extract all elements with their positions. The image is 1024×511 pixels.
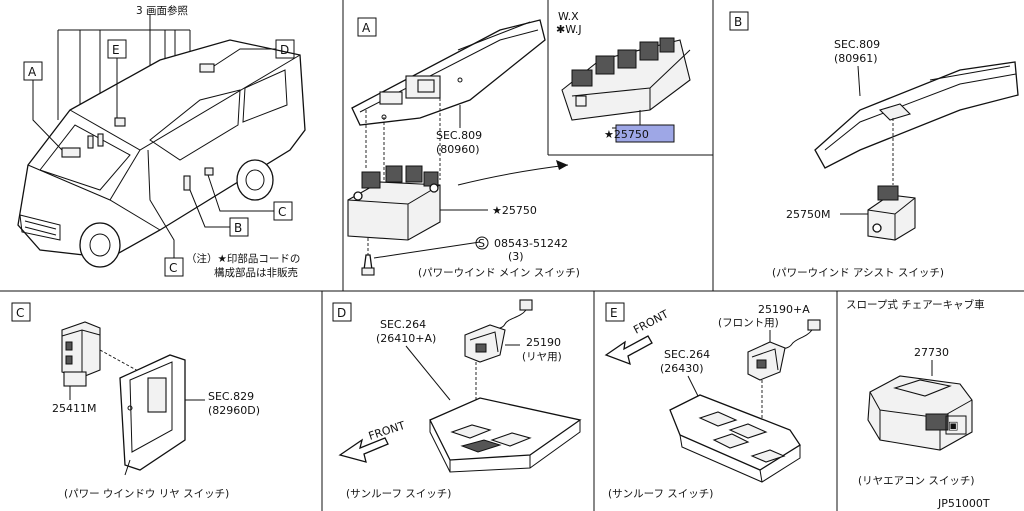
inset-switch-illustration — [561, 37, 691, 121]
highlight-box — [615, 124, 675, 143]
panel-e: E FRONT 25190+A (フロント用) SEC.264 (26430) … — [604, 302, 821, 500]
callout-c2: C — [169, 261, 177, 275]
screw-symbol-circle — [475, 236, 489, 250]
sec-829-line2: (82960D) — [208, 404, 260, 417]
screw-qty: (3) — [508, 250, 524, 263]
sec-264d-line1: SEC.264 — [380, 318, 426, 331]
drawing-code: JP51000T — [937, 497, 990, 510]
panel-e-letter: E — [610, 306, 618, 320]
panel-a-letter: A — [362, 21, 371, 35]
sec-264e-line2: (26430) — [660, 362, 704, 375]
sec-809b-line1: SEC.809 — [834, 38, 880, 51]
panel-b-caption: (パワーウインド アシスト スイッチ) — [772, 267, 944, 279]
sec-809b-line2: (80961) — [834, 52, 878, 65]
panel-d: D SEC.264 (26410+A) 25190 (リヤ用) FRONT (サ… — [332, 299, 582, 500]
panel-f: スロープ式 チェアーキャブ車 27730 ▣ (リヤエアコン スイッチ) — [846, 298, 985, 487]
variant-wj: ✱W.J — [556, 23, 582, 36]
screw-symbol: S — [478, 237, 485, 250]
panel-c-part: 25411M — [52, 402, 96, 415]
panel-c-caption: (パワー ウインドウ リヤ スイッチ) — [64, 488, 229, 500]
panel-d-caption: (サンルーフ スイッチ) — [346, 488, 451, 500]
rear-ac-switch-illustration: ▣ — [867, 375, 973, 451]
panel-d-part-line1: 25190 — [526, 336, 561, 349]
panel-b-letter: B — [734, 15, 742, 29]
panel-f-header: スロープ式 チェアーキャブ車 — [846, 298, 985, 311]
overview-header: 3 画面参照 — [136, 4, 189, 17]
panel-e-front: FRONT — [631, 307, 671, 336]
callout-c1: C — [278, 205, 286, 219]
overview-panel: 3 画面参照 — [17, 4, 306, 279]
panel-b: B SEC.809 (80961) 25750M (パワーウインド アシスト ス… — [729, 11, 1019, 279]
panel-e-part-line2: (フロント用) — [718, 317, 779, 329]
screw-part: 08543-51242 — [494, 237, 568, 250]
sec-809-line2: (80960) — [436, 143, 480, 156]
sec-829-line1: SEC.829 — [208, 390, 254, 403]
note-line-1: （注）★印部品コードの — [186, 252, 300, 265]
callout-a: A — [28, 65, 37, 79]
panel-d-letter: D — [337, 306, 346, 320]
panel-e-caption: (サンルーフ スイッチ) — [608, 488, 713, 500]
assist-switch-illustration — [867, 185, 916, 241]
panel-e-part-line1: 25190+A — [758, 303, 810, 316]
sec-264e-line1: SEC.264 — [664, 348, 710, 361]
panel-a: A SEC.809 (80960) ★25750 — [347, 10, 691, 279]
svg-text:▣: ▣ — [948, 419, 958, 432]
main-switch-illustration — [347, 165, 441, 241]
panel-f-caption: (リヤエアコン スイッチ) — [858, 475, 975, 487]
sec-809-line1: SEC.809 — [436, 129, 482, 142]
note-line-2: 構成部品は非販売 — [214, 266, 298, 279]
sunroof-switch-rear — [464, 324, 506, 363]
callout-e: E — [112, 43, 120, 57]
panel-a-caption: (パワーウインド メイン スイッチ) — [418, 267, 580, 279]
panel-d-part-line2: (リヤ用) — [522, 351, 562, 363]
variant-wx: W.X — [558, 10, 579, 23]
sunroof-switch-front — [747, 341, 786, 381]
rear-switch-illustration — [61, 321, 101, 387]
van-illustration — [17, 39, 306, 268]
panel-f-part: 27730 — [914, 346, 949, 359]
panel-b-part: 25750M — [786, 208, 830, 221]
sec-264d-line2: (26410+A) — [376, 332, 436, 345]
callout-b: B — [234, 221, 242, 235]
panel-c-letter: C — [16, 306, 24, 320]
highlight-part: ★25750 — [604, 128, 649, 141]
main-switch-part: ★25750 — [492, 204, 537, 217]
panel-d-front: FRONT — [367, 419, 407, 443]
panel-c: C 25411M SEC.829 (82960D) (パワー ウインドウ リヤ … — [11, 302, 260, 500]
callout-d: D — [280, 43, 289, 57]
